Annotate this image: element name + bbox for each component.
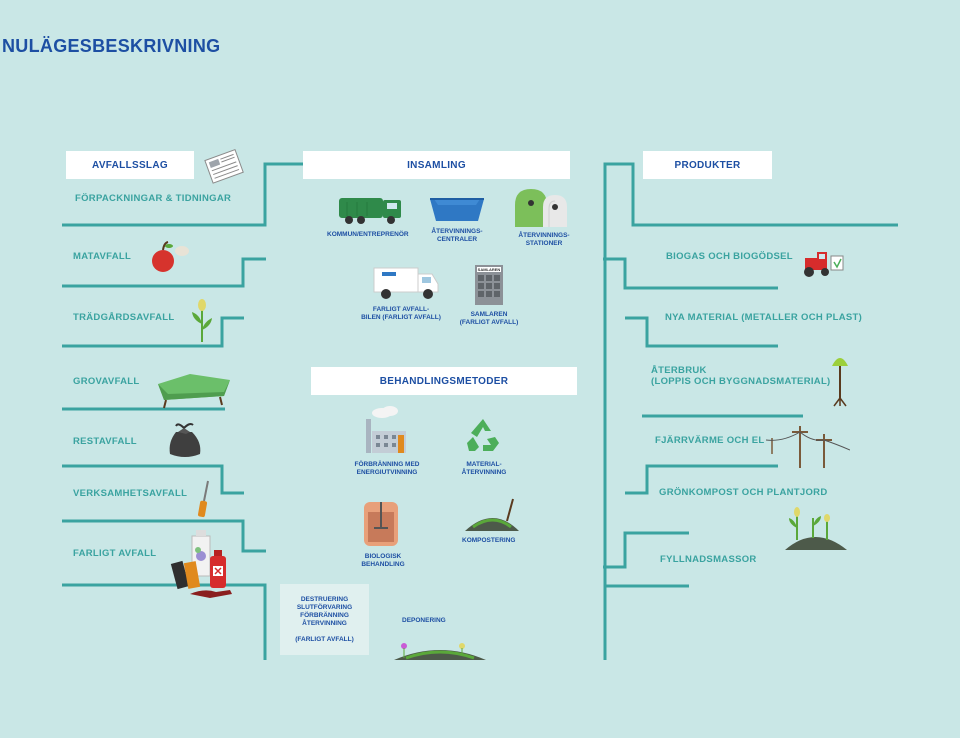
landfill-icon	[394, 643, 486, 660]
label-deponering: DEPONERING	[402, 617, 446, 624]
label-biologisk-behandling: BIOLOGISK BEHANDLING	[351, 553, 415, 569]
screwdriver-icon	[198, 480, 209, 518]
label-biologisk-behandling-line1: BIOLOGISK	[364, 553, 402, 560]
collector-cabinet-icon: SAMLAREN	[475, 265, 503, 305]
label-destruering-line1: DESTRUERING	[300, 596, 349, 603]
label-kommun: KOMMUN/ENTREPRENÖR	[327, 231, 409, 238]
label-materialatervinning: MATERIAL- ÅTERVINNING	[452, 461, 516, 477]
label-atervinningscentraler: ÅTERVINNINGS- CENTRALER	[427, 228, 487, 244]
label-destruering-line4: ÅTERVINNING	[302, 620, 347, 627]
label-materialatervinning-line1: MATERIAL-	[466, 461, 502, 468]
apple-icon	[152, 241, 189, 272]
destruering-box	[280, 584, 369, 655]
label-destruering-line5: (FARLIGT AVFALL)	[295, 636, 354, 643]
label-forbranning-line2: ENERGIUTVINNING	[356, 469, 418, 476]
category-farligt-avfall: FARLIGT AVFALL	[73, 548, 157, 559]
product-aterbruk: ÅTERBRUK (LOPPIS OCH BYGGNADSMATERIAL)	[651, 365, 831, 387]
label-atervinningscentraler-line2: CENTRALER	[436, 236, 478, 243]
label-farligt-avfall-bilen: FARLIGT AVFALL- BILEN (FARLIGT AVFALL)	[357, 306, 445, 322]
compost-sprouts-icon	[785, 507, 847, 550]
product-biogas: BIOGAS OCH BIOGÖDSEL	[666, 251, 793, 262]
label-biologisk-behandling-line2: BEHANDLING	[361, 561, 405, 568]
lamp-icon	[832, 358, 848, 407]
product-aterbruk-line1: ÅTERBRUK	[651, 365, 707, 376]
tractor-icon	[804, 252, 844, 277]
category-restavfall: RESTAVFALL	[73, 436, 137, 447]
product-fyllnadsmassor: FYLLNADSMASSOR	[660, 554, 757, 565]
label-atervinningsstationer-line1: ÅTERVINNINGS-	[518, 232, 570, 239]
category-tradgardsavfall: TRÄDGÅRDSAVFALL	[73, 312, 175, 323]
label-kompostering: KOMPOSTERING	[462, 537, 516, 544]
label-atervinningsstationer: ÅTERVINNINGS- STATIONER	[514, 232, 574, 248]
label-destruering-line2: SLUTFÖRVARING	[296, 604, 353, 611]
label-farligt-avfall-bilen-line1: FARLIGT AVFALL-	[372, 306, 430, 313]
hazard-van-icon	[373, 267, 439, 299]
product-aterbruk-line2: (LOPPIS OCH BYGGNADSMATERIAL)	[651, 376, 831, 387]
skip-container-icon	[430, 198, 484, 221]
label-destruering-line3: FÖRBRÄNNING	[300, 612, 349, 619]
collector-sign: SAMLAREN	[477, 267, 501, 272]
category-forpackningar: FÖRPACKNINGAR & TIDNINGAR	[75, 193, 232, 204]
garbage-truck-icon	[339, 198, 401, 224]
factory-icon	[366, 406, 406, 453]
label-farligt-avfall-bilen-line2: BILEN (FARLIGT AVFALL)	[361, 314, 441, 321]
product-gronkompost: GRÖNKOMPOST OCH PLANTJORD	[659, 487, 828, 498]
category-verksamhetsavfall: VERKSAMHETSAVFALL	[73, 488, 188, 499]
label-atervinningsstationer-line2: STATIONER	[525, 240, 563, 247]
category-matavfall: MATAVFALL	[73, 251, 132, 262]
label-forbranning: FÖRBRÄNNING MED ENERGIUTVINNING	[351, 461, 423, 477]
newspaper-icon	[204, 148, 244, 184]
label-samlaren: SAMLAREN (FARLIGT AVFALL)	[456, 311, 522, 327]
product-nya-material: NYA MATERIAL (METALLER OCH PLAST)	[665, 312, 863, 323]
plant-icon	[192, 299, 212, 342]
product-fjarrvarme: FJÄRRVÄRME OCH EL	[655, 435, 765, 446]
compost-heap-icon	[465, 498, 519, 531]
page-title: NULÄGESBESKRIVNING	[2, 36, 221, 56]
header-avfallsslag: AVFALLSSLAG	[66, 151, 194, 179]
label-atervinningscentraler-line1: ÅTERVINNINGS-	[431, 228, 483, 235]
recycling-bins-icon	[515, 189, 567, 227]
header-produkter: PRODUKTER	[643, 151, 772, 179]
category-grovavfall: GROVAVFALL	[73, 376, 140, 387]
header-insamling: INSAMLING	[303, 151, 570, 179]
label-forbranning-line1: FÖRBRÄNNING MED	[354, 461, 420, 468]
label-materialatervinning-line2: ÅTERVINNING	[461, 469, 507, 476]
label-samlaren-line1: SAMLAREN	[470, 311, 508, 318]
chemicals-icon	[170, 530, 232, 598]
header-behandlingsmetoder: BEHANDLINGSMETODER	[311, 367, 577, 395]
label-samlaren-line2: (FARLIGT AVFALL)	[459, 319, 519, 326]
recycle-icon	[467, 419, 499, 451]
biogas-tank-icon	[364, 502, 398, 546]
trash-bag-icon	[169, 423, 201, 457]
sofa-icon	[158, 374, 230, 409]
power-lines-icon	[766, 426, 850, 468]
label-destruering: DESTRUERING SLUTFÖRVARING FÖRBRÄNNING ÅT…	[280, 596, 369, 644]
